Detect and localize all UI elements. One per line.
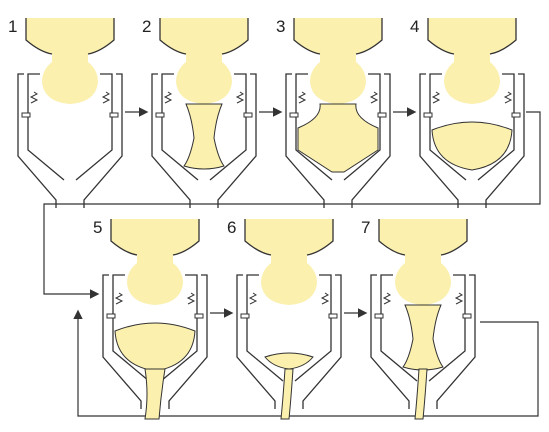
- step-7-label: 7: [361, 218, 370, 237]
- step-6-label: 6: [227, 218, 236, 237]
- step-6-spring-right: [322, 293, 328, 304]
- step-5-spring-right: [188, 293, 194, 304]
- step-1-unit: 1: [8, 17, 122, 208]
- step-7-unit: 7: [361, 218, 475, 419]
- step-4-unit: 4: [410, 17, 524, 208]
- step-1-spring-right: [103, 92, 109, 103]
- step-4-lower-liquid: [432, 122, 512, 170]
- step-5-upper-liquid: [111, 219, 199, 305]
- step-5-unit: 5: [93, 218, 207, 419]
- step-units: 1 2 3 4 5 6 7: [8, 17, 524, 419]
- step-6-spring-left: [250, 293, 256, 304]
- step-7-valve-right: [463, 314, 471, 318]
- step-3-label: 3: [276, 17, 285, 36]
- step-6-valve-left: [241, 314, 249, 318]
- step-3-valve-left: [290, 113, 298, 117]
- step-4-label: 4: [410, 17, 419, 36]
- step-2-lower-liquid: [184, 104, 224, 169]
- step-3-upper-liquid: [294, 18, 382, 104]
- step-1-upper-liquid: [26, 18, 114, 104]
- step-5-valve-left: [107, 314, 115, 318]
- step-3-valve-right: [378, 113, 386, 117]
- step-7-upper-liquid: [379, 219, 467, 305]
- step-4-upper-liquid: [428, 18, 516, 104]
- step-2-unit: 2: [142, 17, 256, 208]
- step-2-spring-left: [165, 92, 171, 103]
- step-1-valve-left: [22, 113, 30, 117]
- step-3-spring-left: [299, 92, 305, 103]
- step-2-upper-liquid: [160, 18, 248, 104]
- step-6-valve-right: [329, 314, 337, 318]
- step-6-unit: 6: [227, 218, 341, 419]
- step-7-spring-left: [384, 293, 390, 304]
- step-4-spring-right: [505, 92, 511, 103]
- step-2-label: 2: [142, 17, 151, 36]
- step-7-lower-liquid: [403, 305, 443, 370]
- step-1-valve-right: [110, 113, 118, 117]
- step-5-lower-liquid: [115, 323, 195, 371]
- step-6-lower-liquid: [265, 353, 313, 369]
- step-4-spring-left: [433, 92, 439, 103]
- step-7-stream: [415, 369, 427, 419]
- step-2-spring-right: [237, 92, 243, 103]
- step-6-upper-liquid: [245, 219, 333, 305]
- step-5-spring-left: [116, 293, 122, 304]
- step-1-label: 1: [8, 17, 17, 36]
- step-4-valve-right: [512, 113, 520, 117]
- step-4-valve-left: [424, 113, 432, 117]
- step-7-spring-right: [456, 293, 462, 304]
- step-1-spring-left: [31, 92, 37, 103]
- step-7-valve-left: [375, 314, 383, 318]
- step-6-stream: [281, 369, 293, 419]
- step-3-unit: 3: [276, 17, 390, 208]
- step-2-valve-left: [156, 113, 164, 117]
- step-5-label: 5: [93, 218, 102, 237]
- step-5-stream: [145, 369, 165, 419]
- step-3-spring-right: [371, 92, 377, 103]
- step-2-valve-right: [244, 113, 252, 117]
- step-5-valve-right: [195, 314, 203, 318]
